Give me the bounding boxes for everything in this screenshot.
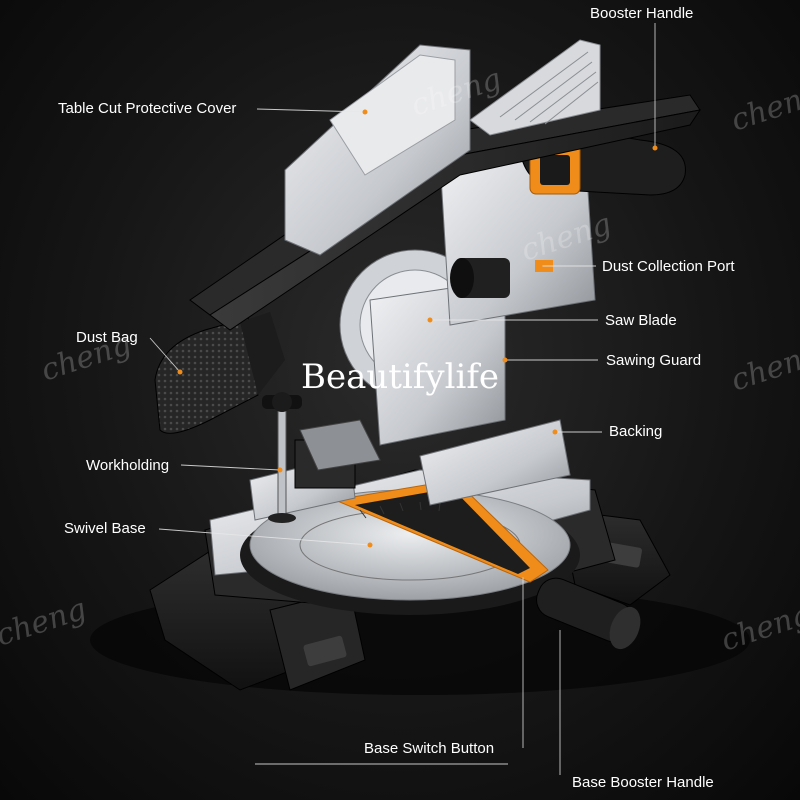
table-cut-cover bbox=[284, 44, 471, 256]
label-table-cut-protective-cover: Table Cut Protective Cover bbox=[58, 100, 237, 117]
label-sawing-guard: Sawing Guard bbox=[606, 352, 702, 369]
label-swivel-base: Swivel Base bbox=[64, 520, 146, 537]
label-saw-blade: Saw Blade bbox=[605, 312, 677, 329]
upper-table bbox=[189, 39, 702, 331]
rip-fence bbox=[469, 39, 601, 136]
label-dust-collection-port: Dust Collection Port bbox=[602, 258, 735, 275]
dust-bag bbox=[154, 312, 285, 434]
callout-leaders bbox=[149, 23, 656, 775]
swivel-turntable bbox=[240, 479, 580, 615]
label-booster-handle: Booster Handle bbox=[590, 5, 694, 22]
overlay-brand-text: Beautifylife bbox=[300, 357, 500, 397]
label-workholding: Workholding bbox=[86, 457, 170, 474]
callout-dots bbox=[177, 109, 658, 578]
dust-port bbox=[450, 258, 510, 298]
base-booster-handle bbox=[536, 577, 641, 650]
label-backing: Backing bbox=[609, 423, 663, 440]
saw-head bbox=[299, 133, 686, 471]
label-base-booster-handle: Base Booster Handle bbox=[572, 774, 714, 791]
label-dust-bag: Dust Bag bbox=[76, 329, 138, 346]
label-base-switch-button: Base Switch Button bbox=[364, 740, 495, 757]
